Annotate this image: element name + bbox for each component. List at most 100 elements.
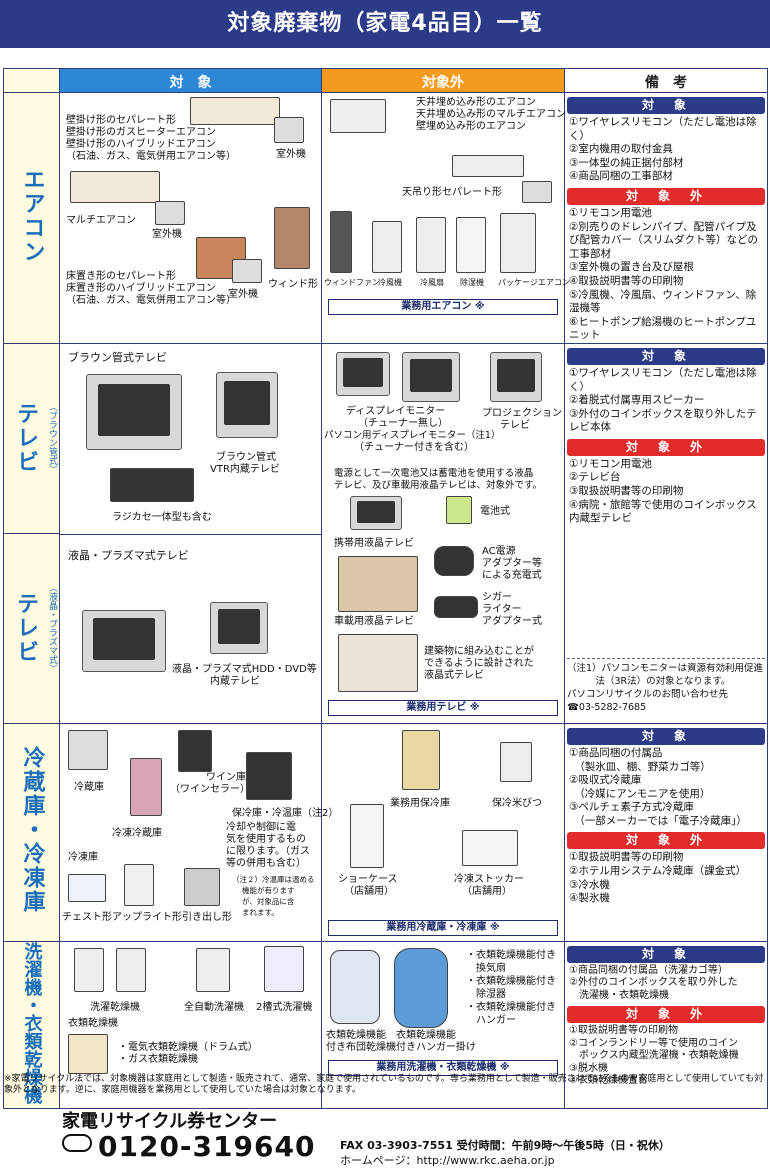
divider xyxy=(567,657,765,659)
fridge-note2-2: 機能が有ります xyxy=(242,885,295,895)
chest-freezer-image xyxy=(68,873,106,902)
fridge-type-chest: チェスト形 xyxy=(62,911,112,923)
tv-monitor-3: パソコン用ディスプレイモニター（注1） xyxy=(324,429,501,441)
washer-notes-excluded: ①取扱説明書等の印刷物 ②コインランドリー等で使用のコイン ボックス内蔵型洗濯機… xyxy=(565,1025,767,1088)
washer-dryer-image-2 xyxy=(116,947,146,992)
washer-dryer-image-1 xyxy=(74,947,104,992)
tv-excluded-cell: ディスプレイモニター （チューナー無し） パソコン用ディスプレイモニター（注1）… xyxy=(321,342,565,724)
note-item: ④衣類乾燥機置台 xyxy=(569,1075,648,1087)
category-label: 洗濯機・衣類乾燥機 xyxy=(21,941,43,1104)
fridge-target-cell: 冷蔵庫 冷凍冷蔵庫 ワイン庫 （ワインセラー） 保冷庫・冷温庫（注2） 冷却や制… xyxy=(59,722,338,942)
twin-washer-image xyxy=(264,945,304,992)
tv-target-cell: ブラウン管式テレビ ブラウン管式 VTR内蔵テレビ ラジカセ一体型も含む 液晶・… xyxy=(59,342,322,724)
aircon-floor-2: 床置き形のハイブリッドエアコン xyxy=(66,283,216,294)
note-item: ③脱水機 xyxy=(569,1062,608,1074)
washer-auto: 全自動洗濯機 xyxy=(184,1001,244,1013)
auto-washer-image xyxy=(196,947,230,992)
washer-ex-list-3: ・衣類乾燥機能付き xyxy=(466,975,556,987)
free-dial-number[interactable]: 0120-319640 xyxy=(62,1130,315,1163)
tv-lcd-hdd-2: 内蔵テレビ xyxy=(210,675,260,687)
aircon-hanging: 天吊り形セパレート形 xyxy=(402,187,502,198)
fridge-freezer: 冷凍庫 xyxy=(68,851,98,863)
aircon-ceiling-1: 天井埋め込み形のエアコン xyxy=(416,97,536,108)
tv-crt-vtr-2: VTR内蔵テレビ xyxy=(210,463,280,475)
fridge-note2-1: （注２）冷温庫は温める xyxy=(232,874,315,884)
aircon-ex-item-5: パッケージエアコン xyxy=(498,278,570,287)
car-tv-image xyxy=(338,555,418,612)
category-washer: 洗濯機・衣類乾燥機 xyxy=(3,940,60,1109)
aircon-ex-item-1: ウィンドファン xyxy=(324,278,380,287)
tv-car: 車載用液晶テレビ xyxy=(334,615,414,627)
crt-tv-image xyxy=(86,373,182,450)
cigar-adapter-image xyxy=(434,595,478,618)
tv-lcd-title: 液晶・プラズマ式テレビ xyxy=(68,548,189,562)
category-tv: テレビ （ブラウン管式） テレビ （液晶・プラズマ式） xyxy=(3,342,60,724)
note-item: ①商品同梱の付属品（洗濯カゴ等） xyxy=(569,964,728,976)
washer-ex-list-1: ・衣類乾燥機能付き xyxy=(466,949,556,961)
fridge-type-drawer: 引き出し形 xyxy=(182,911,232,923)
aircon-outdoor-1: 室外機 xyxy=(276,149,306,160)
wall-ac-image xyxy=(190,97,280,125)
website-link[interactable]: ホームページ：http://www.rkc.aeha.or.jp xyxy=(340,1154,555,1167)
tv-projection-1: プロジェクション xyxy=(482,407,562,419)
aircon-excluded-cell: 天井埋め込み形のエアコン 天井埋め込み形のマルチエアコン 壁埋め込み形のエアコン… xyxy=(321,92,570,344)
tv-battery: 電池式 xyxy=(480,505,510,517)
futon-dryer-image xyxy=(330,949,380,1024)
note-item: ①リモコン用電池 xyxy=(569,457,652,470)
tv-built-1: 建築物に組み込むことが xyxy=(424,645,534,657)
fridge-showcase-2: （店舗用） xyxy=(344,885,394,897)
row-washer: 洗濯機・衣類乾燥機 洗濯乾燥機 全自動洗濯機 2槽式洗濯機 衣類乾燥機 ・電気衣… xyxy=(3,940,768,1109)
dryer-image xyxy=(68,1033,108,1074)
tv-ac-3: による充電式 xyxy=(482,569,542,581)
lcd-tv-image xyxy=(82,609,166,672)
fridge-excluded-cell: 業務用保冷庫 保冷米びつ ショーケース （店舗用） 冷凍ストッカー （店舗用） … xyxy=(321,722,565,942)
washer-ex-list-4: 除湿器 xyxy=(466,988,506,1000)
page-title: 対象廃棄物（家電4品目）一覧 xyxy=(0,0,770,48)
aircon-wall-3: 壁掛け形のハイブリッドエアコン xyxy=(66,139,216,150)
note-item: ①ワイヤレスリモコン（ただし電池は除く） xyxy=(569,116,757,142)
note-item: ②コインランドリー等で使用のコイン xyxy=(569,1037,738,1049)
tv-projection-2: テレビ xyxy=(500,419,530,431)
fridge-notes-cell: 対 象 ①商品同梱の付属品 （製氷皿、棚、野菜カゴ等） ②吸収式冷蔵庫 （冷媒に… xyxy=(564,722,768,942)
biz-cold-image xyxy=(402,729,440,790)
cooler-image xyxy=(372,221,402,273)
window-fan-image xyxy=(330,211,352,273)
note-item: パソコンリサイクルのお問い合わせ先 xyxy=(567,688,729,700)
note-item: ①取扱説明書等の印刷物 xyxy=(569,851,684,864)
center-name: 家電リサイクル券センター xyxy=(62,1111,278,1132)
aircon-wall-4: （石油、ガス、電気併用エアコン等） xyxy=(66,151,236,162)
header-target: 対 象 xyxy=(59,68,322,93)
note-item: （冷媒にアンモニアを使用） xyxy=(569,787,711,800)
aircon-floor-1: 床置き形のセパレート形 xyxy=(66,271,176,282)
header-blank xyxy=(3,68,60,93)
tv-cigar-3: アダプター式 xyxy=(482,615,542,627)
tv-cigar-2: ライター xyxy=(482,603,522,615)
aircon-ceiling-3: 壁埋め込み形のエアコン xyxy=(416,121,526,132)
category-label: テレビ xyxy=(13,591,38,664)
row-aircon: エアコン 壁掛け形のセパレート形 壁掛け形のガスヒーターエアコン 壁掛け形のハイ… xyxy=(3,92,768,344)
multi-ac-image xyxy=(70,171,160,203)
aircon-window: ウィンド形 xyxy=(268,279,318,290)
fridge-warm-desc-1: 冷却や制御に電 xyxy=(226,821,296,833)
note-item: ⑥ヒートポンプ給湯機のヒートポンプユニット xyxy=(569,315,757,342)
fridge-note2-3: が、対象品に含 xyxy=(242,896,295,906)
hanging-ac-image xyxy=(452,155,524,177)
category-tv-crt: テレビ （ブラウン管式） xyxy=(4,344,59,534)
tv-pc-footnote: （注1）パソコンモニターは資源有効利用促進 法（3R法）の対象となります。 パソ… xyxy=(567,662,763,714)
washer-dryer-type-2: ・ガス衣類乾燥機 xyxy=(118,1053,198,1065)
tv-built-2: できるように設計された xyxy=(424,657,534,669)
note-item: ④製氷機 xyxy=(569,892,610,905)
category-label: 冷蔵庫・冷凍庫 xyxy=(19,746,45,915)
washer-excluded-cell: 衣類乾燥機能 付き布団乾燥機 衣類乾燥機能 付きハンガー掛け ・衣類乾燥機能付き… xyxy=(321,940,565,1109)
multi-outdoor-image xyxy=(155,201,185,225)
notes-excluded-tag: 対 象 外 xyxy=(567,438,765,456)
washer-dryer-type-1: ・電気衣類乾燥機（ドラム式） xyxy=(118,1041,258,1053)
fridge-wine-1: ワイン庫 xyxy=(206,771,246,783)
washer-futon-2: 付き布団乾燥機 xyxy=(326,1041,396,1053)
fridge-stocker-2: （店舗用） xyxy=(462,885,512,897)
tv-crt-title: ブラウン管式テレビ xyxy=(68,350,167,364)
divider xyxy=(60,533,321,535)
row-fridge: 冷蔵庫・冷凍庫 冷蔵庫 冷凍冷蔵庫 ワイン庫 （ワインセラー） 保冷庫・冷温庫（… xyxy=(3,722,768,942)
aircon-notes-target: ①ワイヤレスリモコン（ただし電池は除く） ②室内機用の取付金具 ③一体型の純正据… xyxy=(565,116,767,184)
projection-tv-image xyxy=(490,351,542,402)
